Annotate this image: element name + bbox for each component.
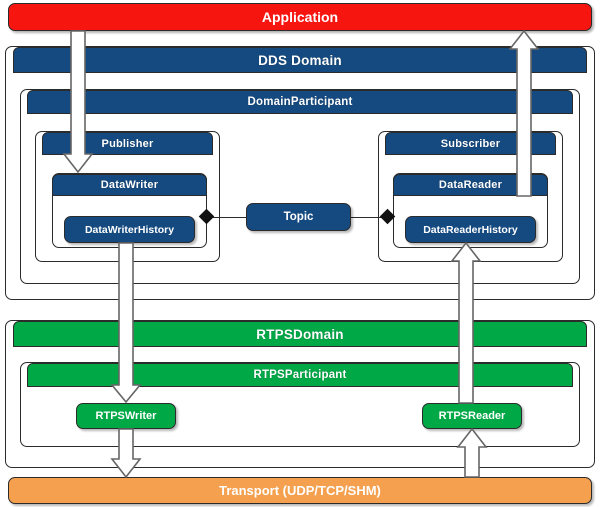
rtps-participant-header: RTPSParticipant	[27, 363, 573, 387]
topic-datawriter-line	[207, 217, 247, 218]
data-reader-history-node: DataReaderHistory	[405, 216, 536, 243]
application-layer: Application	[8, 3, 592, 31]
domain-participant-header: DomainParticipant	[27, 90, 573, 114]
data-reader-header: DataReader	[393, 174, 548, 196]
rtps-reader-node: RTPSReader	[422, 403, 522, 429]
subscriber-header: Subscriber	[385, 132, 556, 155]
data-writer-history-node: DataWriterHistory	[64, 216, 195, 243]
rtps-writer-node: RTPSWriter	[76, 403, 176, 429]
topic-datareader-line	[351, 217, 393, 218]
dds-domain-header: DDS Domain	[13, 47, 587, 73]
topic-node: Topic	[246, 203, 351, 231]
rtps-domain-header: RTPSDomain	[13, 321, 587, 347]
transport-layer: Transport (UDP/TCP/SHM)	[8, 477, 592, 504]
data-writer-header: DataWriter	[52, 174, 207, 196]
publisher-header: Publisher	[42, 132, 213, 155]
